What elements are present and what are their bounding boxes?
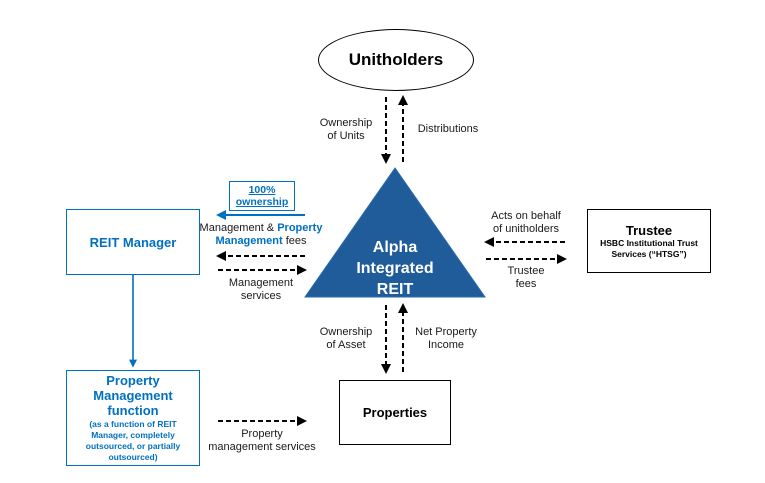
properties-node: Properties (339, 380, 451, 445)
reit-label: Alpha Integrated REIT (330, 237, 460, 300)
pm-title-line: Property (106, 373, 160, 388)
management-services-label: Management services (222, 277, 300, 303)
trustee-subtitle: HSBC Institutional Trust (600, 237, 698, 248)
ownership-of-units-label: Ownership of Units (312, 117, 380, 143)
ownership-badge: 100% ownership (229, 181, 295, 211)
reit-manager-label: REIT Manager (89, 234, 177, 250)
trustee-title: Trustee (625, 222, 673, 238)
trustee-fees-label: Trustee fees (496, 265, 556, 291)
label-line: of unitholders (492, 223, 560, 235)
properties-label: Properties (362, 405, 428, 420)
trustee-node: Trustee HSBC Institutional Trust Service… (587, 209, 711, 273)
label-line: of Units (327, 130, 365, 142)
trustee-subtitle: Services (“HTSG”) (611, 248, 687, 259)
reit-triangle (304, 167, 486, 298)
pm-title-line: Management (93, 388, 173, 403)
label-line: Trustee (507, 265, 545, 277)
reit-label-line: Integrated (356, 260, 434, 277)
label-line: Income (427, 339, 465, 351)
label-line: Net Property (415, 326, 477, 338)
reit-manager-node: REIT Manager (66, 209, 200, 275)
label-line: services (240, 290, 282, 302)
management-fees-label: Management & Property Management fees (196, 222, 326, 248)
label-line: Property (241, 428, 283, 440)
property-management-node: Property Management function (as a funct… (66, 370, 200, 466)
distributions-label: Distributions (417, 123, 479, 135)
label-line: Ownership (319, 326, 373, 338)
acts-on-behalf-label: Acts on behalf of unitholders (486, 210, 566, 236)
pm-title-line: function (107, 403, 159, 418)
ownership-badge-line: ownership (235, 196, 289, 208)
reit-label-line: REIT (376, 281, 414, 298)
pm-subtitle-line: (as a function of REIT (89, 419, 177, 429)
property-mgmt-services-label: Property management services (203, 428, 321, 454)
pm-subtitle-line: outsourced) (108, 452, 158, 462)
pm-subtitle-line: outsourced, or partially (85, 441, 181, 451)
label-line: Acts on behalf (491, 210, 561, 222)
reit-label-line: Alpha (372, 239, 418, 256)
label-part: Management & (199, 222, 278, 234)
label-line: of Asset (326, 339, 366, 351)
label-line: management services (208, 441, 316, 453)
label-line: fees (515, 278, 537, 290)
label-part: fees (282, 235, 307, 247)
label-line: Ownership (319, 117, 373, 129)
label-line: Management (228, 277, 294, 289)
unitholders-node: Unitholders (318, 29, 474, 91)
unitholders-label: Unitholders (348, 50, 444, 69)
label-part: Property (277, 222, 323, 234)
ownership-badge-line: 100% (248, 184, 276, 196)
ownership-of-asset-label: Ownership of Asset (312, 326, 380, 352)
pm-subtitle-line: Manager, completely (91, 430, 175, 440)
net-property-income-label: Net Property Income (410, 326, 482, 352)
label-part: Management (215, 235, 283, 247)
